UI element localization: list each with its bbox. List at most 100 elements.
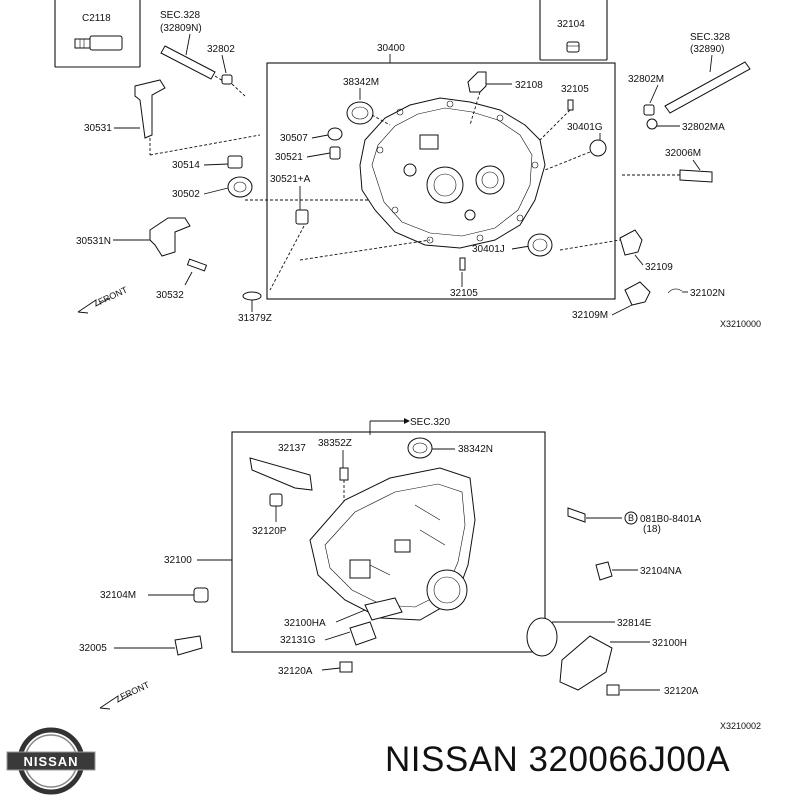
label-32802: 32802 — [207, 44, 235, 55]
part-32120a-right — [606, 684, 620, 696]
label-30400: 30400 — [377, 43, 405, 54]
part-30531n — [149, 217, 191, 257]
label-30507: 30507 — [280, 133, 308, 144]
part-bolt — [567, 507, 586, 523]
label-32109m: 32109M — [572, 310, 608, 321]
label-sec328-left: SEC.328 — [160, 10, 200, 21]
label-sec328-left-sub: (32809N) — [160, 23, 202, 34]
front-arrow-bottom: FRONT — [99, 679, 152, 710]
part-32109m — [624, 281, 651, 306]
transmission-housing-bottom — [309, 467, 476, 621]
part-32105-bottom — [459, 257, 466, 271]
part-30532 — [186, 258, 208, 272]
part-30521 — [329, 146, 341, 160]
label-32100h: 32100H — [652, 638, 687, 649]
label-30514: 30514 — [172, 160, 200, 171]
part-32108 — [467, 71, 487, 93]
label-32105-top: 32105 — [561, 84, 589, 95]
label-31379z: 31379Z — [238, 313, 272, 324]
label-32100: 32100 — [164, 555, 192, 566]
label-front-bottom: FRONT — [119, 679, 152, 701]
part-30507 — [327, 127, 343, 141]
label-32131g: 32131G — [280, 635, 316, 646]
label-c2118: C2118 — [82, 13, 111, 24]
part-32131g — [349, 621, 377, 646]
shaft-right — [664, 61, 751, 114]
label-32105-bottom: 32105 — [450, 288, 478, 299]
part-32120a-left — [339, 661, 353, 673]
part-32105-top — [567, 99, 574, 111]
label-32108: 32108 — [515, 80, 543, 91]
front-arrow-top: FRONT — [77, 284, 130, 314]
part-32120p — [269, 493, 283, 507]
label-sec320: SEC.320 — [410, 417, 450, 428]
label-38352z: 38352Z — [318, 438, 352, 449]
logo-text: NISSAN — [23, 754, 78, 769]
part-32814e — [526, 617, 558, 657]
part-38352z — [339, 467, 349, 481]
label-32802ma: 32802MA — [682, 122, 725, 133]
transmission-housing-top — [359, 97, 546, 249]
c2118-box: C2118 — [54, 0, 141, 68]
part-32802m — [643, 104, 655, 116]
label-32109: 32109 — [645, 262, 673, 273]
label-32005: 32005 — [79, 643, 107, 654]
bolt-letter-circle — [624, 511, 638, 525]
part-30531 — [134, 79, 166, 139]
label-38342m: 38342M — [343, 77, 379, 88]
part-32137 — [249, 457, 313, 491]
label-30531: 30531 — [84, 123, 112, 134]
part-30514 — [227, 155, 243, 169]
label-32104na: 32104NA — [640, 566, 682, 577]
figure-code-top: X3210000 — [720, 319, 761, 329]
label-32006m: 32006M — [665, 148, 701, 159]
label-bolt-letter: B — [628, 513, 634, 523]
housing-frame-32100 — [231, 431, 546, 653]
shaft-left — [160, 45, 216, 80]
part-32102n — [667, 288, 683, 294]
part-30401j — [527, 233, 553, 257]
label-32120p: 32120P — [252, 526, 287, 537]
label-30532: 30532 — [156, 290, 184, 301]
label-32120a-left: 32120A — [278, 666, 313, 677]
bottom-diagram: SEC.320 32137 38352Z 38342N 32120P — [79, 417, 761, 731]
p32104-box: 32104 — [539, 0, 608, 61]
part-32104na — [595, 561, 613, 581]
label-front-top: FRONT — [97, 284, 130, 306]
label-32802m: 32802M — [628, 74, 664, 85]
label-sec328-right: SEC.328 — [690, 32, 730, 43]
nissan-logo: NISSAN — [5, 725, 97, 797]
label-32120a-right: 32120A — [664, 686, 699, 697]
part-38342n — [407, 437, 433, 459]
figure-code-bottom: X3210002 — [720, 721, 761, 731]
part-30401g — [589, 139, 607, 157]
part-32104m — [193, 587, 209, 603]
label-30521a: 30521+A — [270, 174, 311, 185]
part-32109 — [619, 229, 643, 256]
part-30521a — [295, 209, 309, 225]
part-32802ma — [646, 118, 658, 130]
part-32100ha — [364, 597, 403, 621]
label-30401g: 30401G — [567, 122, 603, 133]
label-30531n: 30531N — [76, 236, 111, 247]
part-32802 — [221, 74, 233, 85]
part-32005 — [174, 635, 203, 656]
part-32100h — [559, 635, 613, 691]
label-bolt: 081B0-8401A — [640, 514, 701, 525]
housing-frame-30400 — [266, 62, 616, 300]
label-32100ha: 32100HA — [284, 618, 326, 629]
label-38342n: 38342N — [458, 444, 493, 455]
part-32006m — [679, 169, 713, 183]
label-30401j: 30401J — [472, 244, 505, 255]
part-38342m — [346, 101, 374, 125]
label-sec328-right-sub: (32890) — [690, 44, 724, 55]
label-32102n: 32102N — [690, 288, 725, 299]
label-32104: 32104 — [557, 19, 585, 30]
label-bolt-qty: (18) — [643, 524, 661, 535]
label-32104m: 32104M — [100, 590, 136, 601]
top-diagram: C2118 32104 30400 — [54, 0, 761, 329]
part-31379z — [242, 291, 262, 301]
label-30521: 30521 — [275, 152, 303, 163]
part-caption: NISSAN 320066J00A — [385, 740, 731, 779]
